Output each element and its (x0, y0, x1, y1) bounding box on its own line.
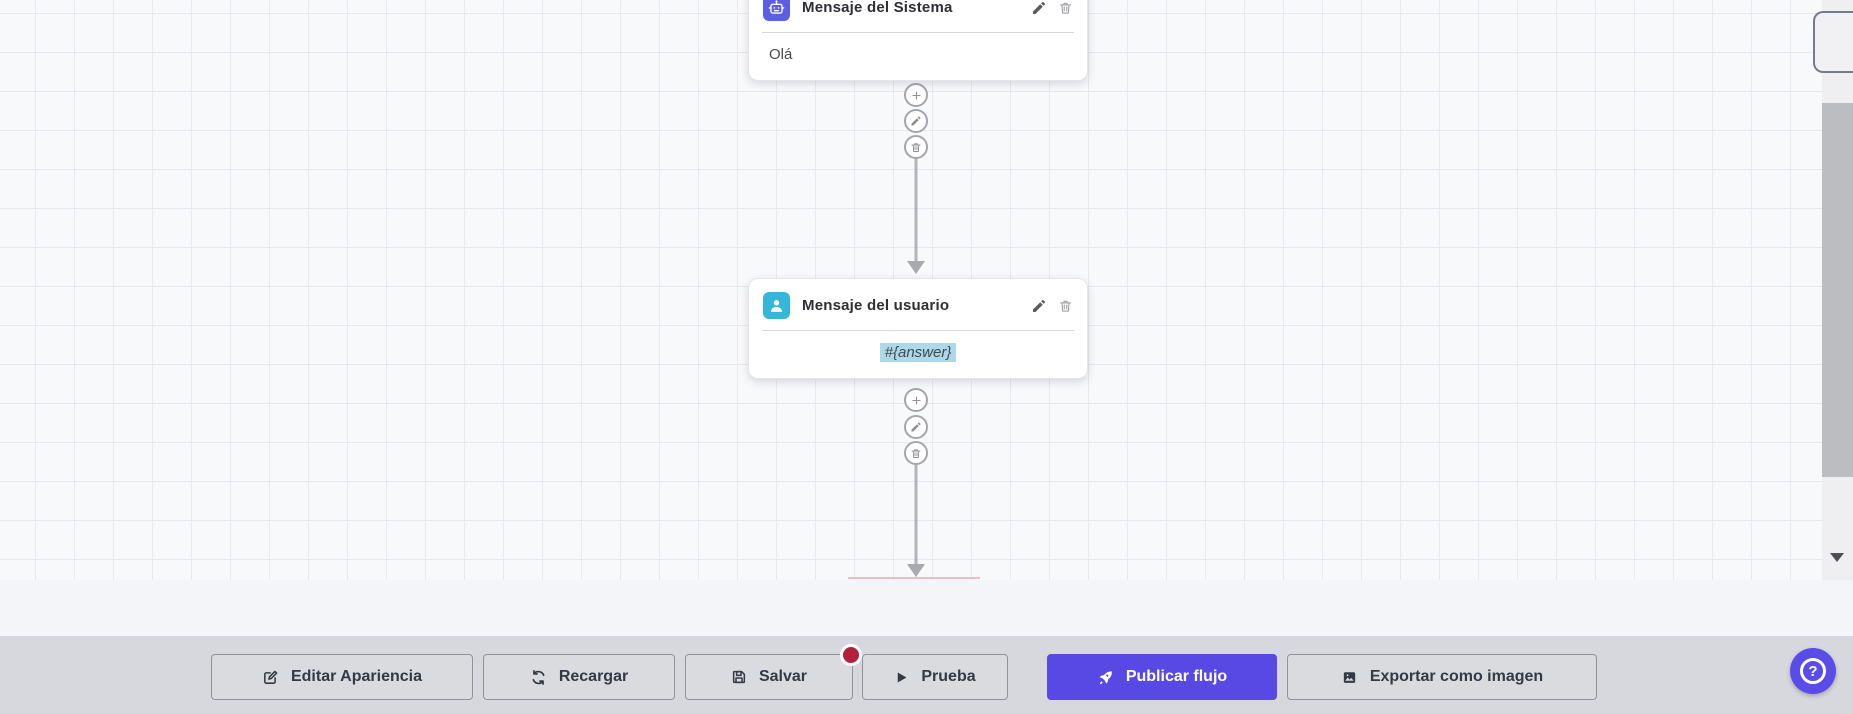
edit-appearance-button[interactable]: Editar Apariencia (211, 654, 473, 700)
arrow-down-icon (907, 261, 925, 274)
user-icon (763, 292, 790, 319)
node-card-user-message[interactable]: Mensaje del usuario #{answer} (748, 278, 1088, 379)
pencil-icon (1033, 299, 1046, 312)
save-button[interactable]: Salvar (685, 654, 853, 700)
robot-icon (763, 0, 790, 21)
arrow-down-icon (907, 564, 925, 577)
scroll-down-arrow-icon[interactable] (1830, 553, 1844, 562)
node-header: Mensaje del usuario (749, 279, 1087, 330)
next-node-edge (848, 577, 980, 579)
delete-node-button[interactable] (1058, 298, 1073, 314)
plus-icon (910, 394, 923, 407)
edit-connector-button[interactable] (904, 109, 928, 133)
trash-icon (1059, 300, 1072, 312)
vertical-scrollbar-thumb[interactable] (1822, 103, 1853, 477)
node-header: Mensaje del Sistema (749, 0, 1087, 32)
image-icon (1343, 671, 1355, 683)
node-card-system-message[interactable]: Mensaje del Sistema Olá (748, 0, 1088, 81)
divider (762, 330, 1074, 331)
play-icon (898, 672, 907, 682)
trash-icon (1059, 2, 1072, 14)
delete-connector-button[interactable] (904, 135, 928, 159)
connector-line (914, 159, 918, 261)
test-button[interactable]: Prueba (862, 654, 1008, 700)
save-icon (732, 670, 746, 684)
pencil-icon (910, 115, 922, 127)
delete-node-button[interactable] (1058, 0, 1073, 16)
publish-flow-button[interactable]: Publicar flujo (1047, 654, 1277, 700)
edit-node-button[interactable] (1031, 0, 1047, 16)
pencil-icon (1033, 1, 1046, 14)
edit-square-icon (264, 670, 278, 684)
viewport-corner-box (1813, 11, 1853, 73)
edit-node-button[interactable] (1031, 298, 1047, 314)
plus-icon (910, 89, 923, 102)
connector-line (914, 465, 918, 564)
add-node-button[interactable] (904, 83, 928, 107)
rocket-icon (1099, 670, 1112, 684)
edit-connector-button[interactable] (904, 415, 928, 439)
trash-icon (910, 141, 922, 154)
divider (762, 32, 1074, 33)
answer-variable-chip: #{answer} (879, 343, 957, 362)
help-button[interactable]: ? (1790, 648, 1836, 694)
trash-icon (910, 447, 922, 460)
unsaved-changes-dot (840, 644, 862, 666)
canvas-footer-strip (0, 580, 1853, 636)
refresh-icon (532, 669, 545, 685)
question-circle-icon: ? (1800, 658, 1826, 684)
node-title: Mensaje del Sistema (802, 0, 953, 16)
node-message-text: Olá (769, 46, 793, 63)
delete-connector-button[interactable] (904, 441, 928, 465)
export-image-button[interactable]: Exportar como imagen (1287, 654, 1597, 700)
reload-button[interactable]: Recargar (483, 654, 675, 700)
node-title: Mensaje del usuario (802, 297, 950, 314)
add-node-button[interactable] (904, 388, 928, 412)
pencil-icon (910, 421, 922, 433)
